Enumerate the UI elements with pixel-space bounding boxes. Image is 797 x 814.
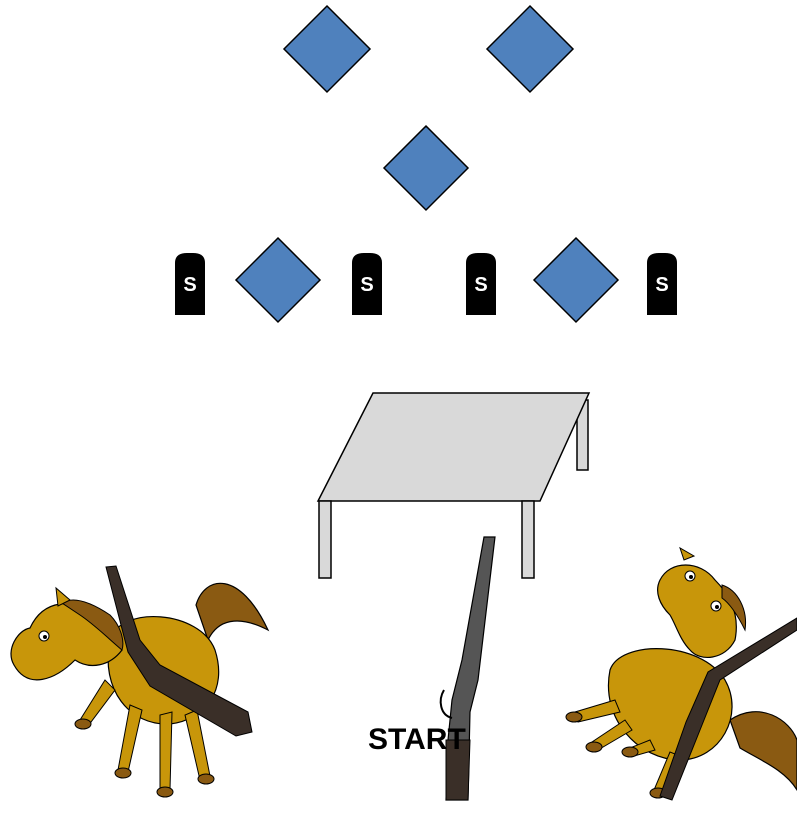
tombstone-s-icon: S xyxy=(466,253,496,315)
tombstone-markers: S S S S xyxy=(175,253,677,315)
table-leg-front-left xyxy=(318,500,332,579)
diamond-target-icon xyxy=(282,4,372,94)
horse-with-rifle-icon xyxy=(565,546,797,801)
svg-text:S: S xyxy=(183,274,196,296)
svg-text:S: S xyxy=(655,274,668,296)
horse-with-rifle-icon xyxy=(10,565,270,798)
table-leg-front-right xyxy=(521,500,535,579)
diamond-targets xyxy=(234,4,620,324)
tombstone-s-icon: S xyxy=(647,253,677,315)
diamond-target-icon xyxy=(382,124,470,212)
diamond-target-icon xyxy=(234,236,322,324)
svg-text:S: S xyxy=(474,274,487,296)
diamond-target-icon xyxy=(485,4,575,94)
start-label: START xyxy=(368,723,466,756)
table-icon xyxy=(316,392,591,579)
svg-text:S: S xyxy=(360,274,373,296)
rifle-icon xyxy=(439,536,496,801)
tombstone-s-icon: S xyxy=(352,253,382,315)
tombstone-s-icon: S xyxy=(175,253,205,315)
diamond-target-icon xyxy=(532,236,620,324)
table-top xyxy=(316,392,591,502)
